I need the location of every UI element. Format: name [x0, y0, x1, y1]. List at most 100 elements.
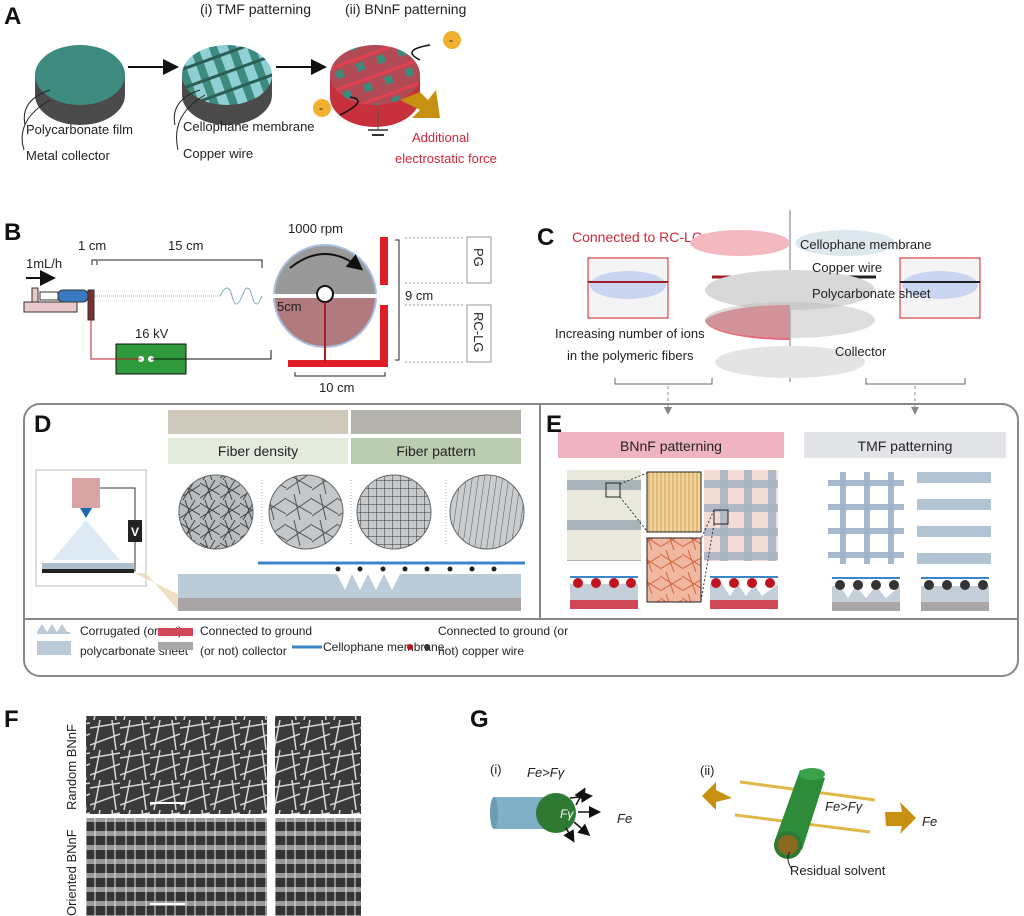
fe-label-i: Fe [617, 811, 632, 826]
speed-label: 1000 rpm [288, 221, 343, 236]
electrode-frame [288, 237, 388, 367]
header-tmf: TMF patterning [858, 438, 953, 454]
row-label-random: Random BNnF [64, 724, 79, 810]
bnnf-stripe-pattern [567, 470, 641, 561]
legend: Corrugated (or not) polycarbonate sheet … [37, 624, 568, 658]
panel-c-letter: C [537, 224, 554, 251]
header-fiber-pattern: Fiber pattern [396, 443, 475, 459]
cross-section-bnnf-flat [570, 576, 638, 609]
zone-pg-box [466, 236, 492, 284]
panel-d-letter: D [34, 411, 51, 438]
sem-random-main [86, 716, 267, 814]
legend-grounded-collector [158, 628, 193, 636]
collector-plate [178, 598, 521, 611]
disk-bnnf [330, 45, 420, 127]
ions-label-line1: Increasing number of ions [555, 326, 705, 341]
width-label: 10 cm [319, 380, 354, 395]
random-fiber-inset [646, 537, 702, 603]
layer-membrane [690, 230, 790, 256]
label-collector: Collector [835, 344, 887, 359]
polycarbonate-sheet [178, 574, 521, 598]
fg-label: Fγ [560, 807, 574, 821]
leader-line [23, 89, 51, 126]
legend-item4-line1: Connected to ground (or [438, 624, 568, 638]
label-polycarbonate-film: Polycarbonate film [26, 122, 133, 137]
header-bnnf: BNnF patterning [620, 438, 722, 454]
legend-ungrounded-collector [158, 642, 193, 650]
force-arrow-left-icon [702, 782, 732, 810]
zone-pg-label: PG [471, 248, 486, 267]
height-bracket [395, 239, 400, 361]
leader-line [173, 89, 201, 126]
label-copper: Copper wire [812, 260, 882, 275]
force-label-line1: Additional [412, 130, 469, 145]
label-copper-wire: Copper wire [183, 146, 253, 161]
panel-e-letter: E [546, 411, 562, 438]
dimension-bracket [91, 259, 263, 268]
legend-item2-line1: Connected to ground [200, 624, 312, 638]
ineq-label-i: Fe>Fγ [527, 765, 566, 780]
panel-b: B 1mL/h 1 cm 15 cm 1000 rpm 5cm [4, 219, 492, 395]
sem-oriented-zoom [275, 818, 361, 916]
fiber-low-density [268, 474, 344, 550]
layer-polycarbonate [705, 270, 875, 310]
gap-label: 1 cm [78, 238, 106, 253]
force-arrow-icon [400, 90, 440, 118]
cross-section-bnnf-corrugated [710, 576, 778, 609]
voltage-source-label: V [131, 525, 139, 539]
sem-oriented-main [86, 818, 267, 916]
syringe-pump [23, 287, 95, 321]
sem-random-zoom [275, 716, 361, 814]
label-i: (i) [490, 762, 502, 777]
disk-tmf [182, 45, 272, 125]
legend-corrugated-swatch [37, 624, 70, 634]
legend-item1-line1: Corrugated (or not) [80, 624, 182, 638]
leader-line [176, 94, 206, 151]
fiber-aligned [449, 474, 525, 550]
residual-solvent-label: Residual solvent [790, 863, 886, 878]
wire-red [90, 320, 141, 360]
cross-section-tmf-corrugated [832, 577, 900, 611]
tmf-grid-pattern [828, 472, 904, 564]
fiber-grid [356, 474, 432, 550]
legend-black-dot [424, 644, 430, 650]
header-density-bg [168, 438, 348, 464]
legend-item3: Cellophane membrane [323, 640, 445, 654]
leader-line [21, 99, 51, 151]
disk-polycarbonate [35, 45, 125, 125]
panel-g-letter: G [470, 706, 489, 733]
header-pattern-bg [351, 438, 521, 464]
zone-rclg-label: RC-LG [471, 312, 486, 352]
step-tmf-label: (i) TMF patterning [200, 1, 311, 17]
charge-icon [443, 31, 461, 49]
ions-label-line2: in the polymeric fibers [567, 348, 694, 363]
header-bnnf-bg [558, 432, 784, 458]
width-bracket [294, 372, 386, 377]
connected-label: Connected to RC-LG [572, 229, 703, 245]
aligned-fiber-inset [646, 471, 702, 533]
legend-item2-line2: (or not) collector [200, 644, 287, 658]
legend-red-dot [407, 644, 413, 650]
layer-collector [705, 302, 875, 338]
header-tmf-bg [804, 432, 1006, 458]
cross-section-tmf-flat [921, 577, 989, 611]
panel-d: D Fiber density Fiber pattern V [34, 410, 525, 611]
fiber-high-density [178, 474, 254, 550]
force-arrows [563, 787, 601, 843]
taylor-droplet [536, 793, 576, 833]
label-cellophane: Cellophane membrane [800, 237, 932, 252]
step-bnnf-label: (ii) BNnF patterning [345, 1, 466, 17]
panel-f: F Random BNnF Oriented BNnF [4, 706, 361, 916]
fiber-cylinder [494, 797, 544, 829]
photo-strip [351, 410, 521, 434]
zone-rclg-box [466, 304, 492, 363]
label-polycarbonate: Polycarbonate sheet [812, 286, 931, 301]
photo-strip [168, 410, 348, 434]
legend-flat-swatch [37, 641, 71, 655]
svg-text:-: - [319, 101, 323, 115]
panel-b-letter: B [4, 219, 21, 246]
distance-label: 15 cm [168, 238, 203, 253]
panel-de-frame [23, 403, 1019, 677]
label-metal-collector: Metal collector [26, 148, 110, 163]
